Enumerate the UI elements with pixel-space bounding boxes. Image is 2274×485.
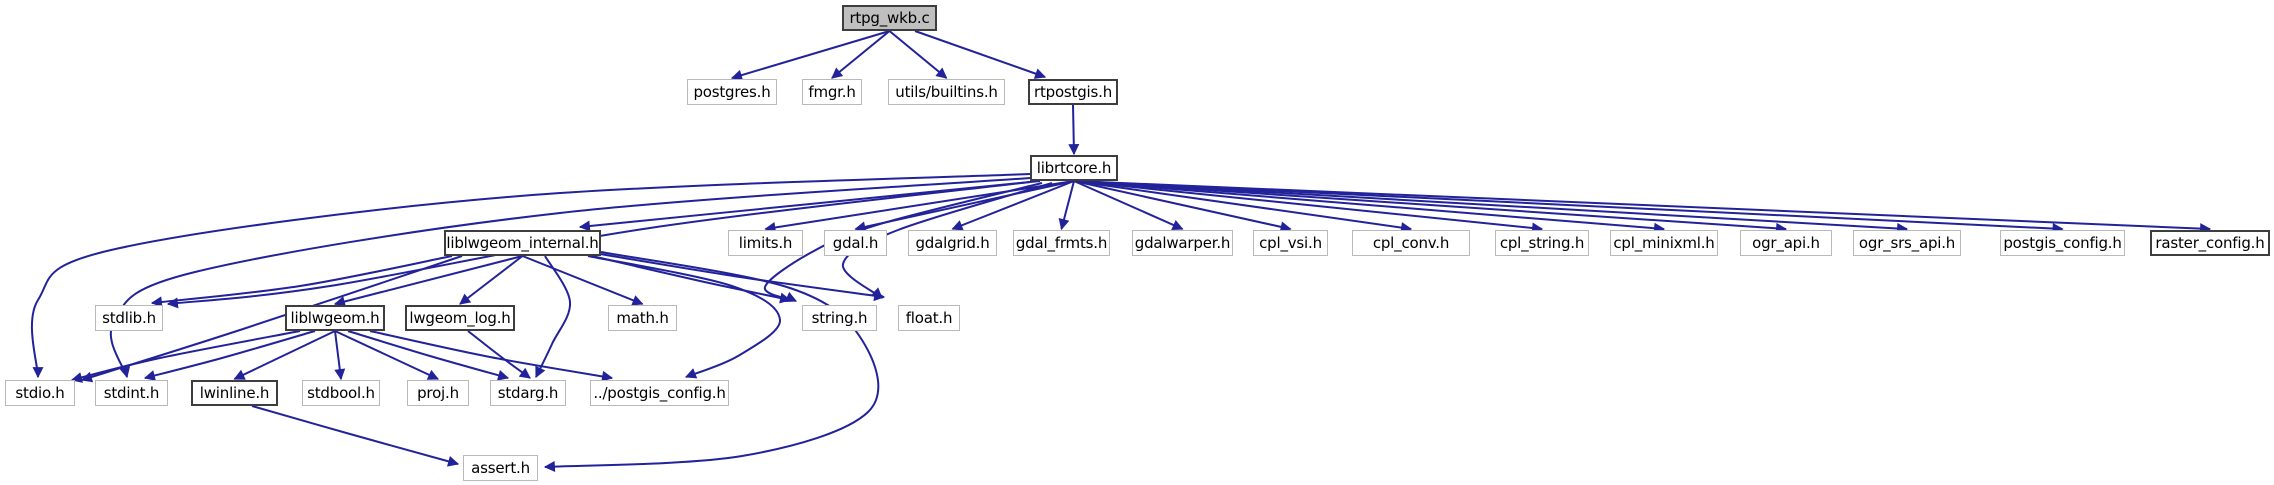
- edge-liblwgeom-h-to-stdbool-h: [334, 330, 346, 381]
- edge-liblwgeom-h-to-rel-postgis-config-h: [369, 330, 614, 382]
- node-gdalgrid-h: gdalgrid.h: [908, 230, 997, 256]
- edge-rtpostgis-h-to-librtcore-h: [1068, 104, 1080, 156]
- node-cpl-string-h: cpl_string.h: [1495, 230, 1589, 256]
- node-stdarg-h: stdarg.h: [490, 380, 566, 406]
- edge-liblwgeom-internal-h-to-float-h: [599, 253, 886, 302]
- edge-liblwgeom-h-to-stdio-h: [70, 330, 301, 383]
- node-stdbool-h: stdbool.h: [302, 380, 380, 406]
- edge-liblwgeom-h-to-stdint-h: [143, 330, 316, 381]
- edge-librtcore-h-to-ogr-api-h: [1073, 180, 1788, 234]
- edge-rtpg-wkb-c-to-fmgr-h: [831, 30, 891, 79]
- edge-librtcore-h-to-raster-config-h: [1073, 180, 2212, 235]
- edge-liblwgeom-internal-h-to-lwgeom-log-h: [459, 255, 524, 305]
- node-stdlib-h: stdlib.h: [95, 305, 163, 331]
- node-gdal-h: gdal.h: [824, 230, 887, 256]
- edge-librtcore-h-to-ogr-srs-api-h: [1073, 180, 1909, 234]
- node-fmgr-h: fmgr.h: [802, 79, 862, 105]
- node-float-h: float.h: [898, 305, 960, 331]
- node-limits-h: limits.h: [728, 230, 803, 256]
- node-ogr-api-h: ogr_api.h: [1740, 230, 1832, 256]
- edge-liblwgeom-internal-h-to-liblwgeom-h: [333, 255, 523, 307]
- node-stdint-h: stdint.h: [95, 380, 168, 406]
- edge-librtcore-h-to-gdalwarper-h: [1073, 180, 1184, 231]
- node-string-h: string.h: [802, 305, 877, 331]
- edge-librtcore-h-to-postgis-config-h: [1073, 180, 2064, 235]
- node-cpl-conv-h: cpl_conv.h: [1352, 230, 1470, 256]
- edge-liblwgeom-internal-h-to-rel-postgis-config-h: [587, 255, 781, 379]
- node-liblwgeom-h[interactable]: liblwgeom.h: [285, 305, 385, 331]
- edge-liblwgeom-internal-h-to-math-h: [522, 255, 644, 306]
- edge-liblwgeom-internal-h-to-stdlib-h: [150, 255, 453, 308]
- edge-librtcore-h-to-cpl-string-h: [1073, 180, 1544, 234]
- edge-librtcore-h-to-string-h: [764, 182, 1043, 302]
- edge-liblwgeom-internal-h-to-stdarg-h: [535, 255, 572, 378]
- edge-rtpg-wkb-c-to-postgres-h: [730, 30, 890, 81]
- edge-librtcore-h-to-gdal-frmts-h: [1058, 180, 1075, 231]
- node-proj-h: proj.h: [407, 380, 469, 406]
- edge-librtcore-h-to-cpl-conv-h: [1073, 180, 1413, 234]
- node-postgres-h: postgres.h: [687, 79, 777, 105]
- node-lwinline-h[interactable]: lwinline.h: [191, 380, 278, 406]
- edge-lwgeom-log-h-to-stdarg-h: [467, 330, 531, 379]
- node-rel-postgis-config-h: ../postgis_config.h: [590, 380, 729, 406]
- node-raster-config-h[interactable]: raster_config.h: [2150, 230, 2270, 256]
- edge-rtpg-wkb-c-to-rtpostgis-h: [914, 30, 1047, 79]
- edge-liblwgeom-internal-h-to-assert-h: [543, 251, 880, 472]
- node-assert-h: assert.h: [463, 455, 538, 481]
- node-stdio-h: stdio.h: [5, 380, 75, 406]
- edge-liblwgeom-h-to-stdarg-h: [347, 330, 510, 381]
- node-postgis-config-h: postgis_config.h: [2000, 230, 2125, 256]
- node-librtcore-h[interactable]: librtcore.h: [1030, 155, 1118, 181]
- edge-librtcore-h-to-gdalgrid-h: [951, 180, 1075, 231]
- edge-librtcore-h-to-stdint-h: [109, 177, 1031, 379]
- node-math-h: math.h: [608, 305, 677, 331]
- edge-lwinline-h-to-assert-h: [251, 405, 460, 467]
- node-ogr-srs-api-h: ogr_srs_api.h: [1853, 230, 1961, 256]
- node-cpl-minixml-h: cpl_minixml.h: [1610, 230, 1718, 256]
- edge-librtcore-h-to-limits-h: [764, 180, 1075, 233]
- node-liblwgeom-internal-h[interactable]: liblwgeom_internal.h: [444, 230, 601, 256]
- node-lwgeom-log-h[interactable]: lwgeom_log.h: [405, 305, 515, 331]
- edge-liblwgeom-h-to-proj-h: [334, 330, 439, 380]
- node-rtpostgis-h[interactable]: rtpostgis.h: [1028, 79, 1118, 105]
- node-gdal-frmts-h: gdal_frmts.h: [1013, 230, 1110, 256]
- node-gdalwarper-h: gdalwarper.h: [1132, 230, 1233, 256]
- edge-liblwgeom-h-to-lwinline-h: [233, 330, 336, 380]
- edge-librtcore-h-to-cpl-vsi-h: [1073, 180, 1292, 233]
- node-cpl-vsi-h: cpl_vsi.h: [1253, 230, 1328, 256]
- edge-librtcore-h-to-stdio-h: [30, 173, 1031, 379]
- node-utils-builtins-h: utils/builtins.h: [888, 79, 1005, 105]
- edge-rtpg-wkb-c-to-utils-builtins-h: [888, 30, 948, 79]
- edge-librtcore-h-to-cpl-minixml-h: [1073, 180, 1666, 234]
- node-rtpg-wkb-c: rtpg_wkb.c: [842, 5, 937, 31]
